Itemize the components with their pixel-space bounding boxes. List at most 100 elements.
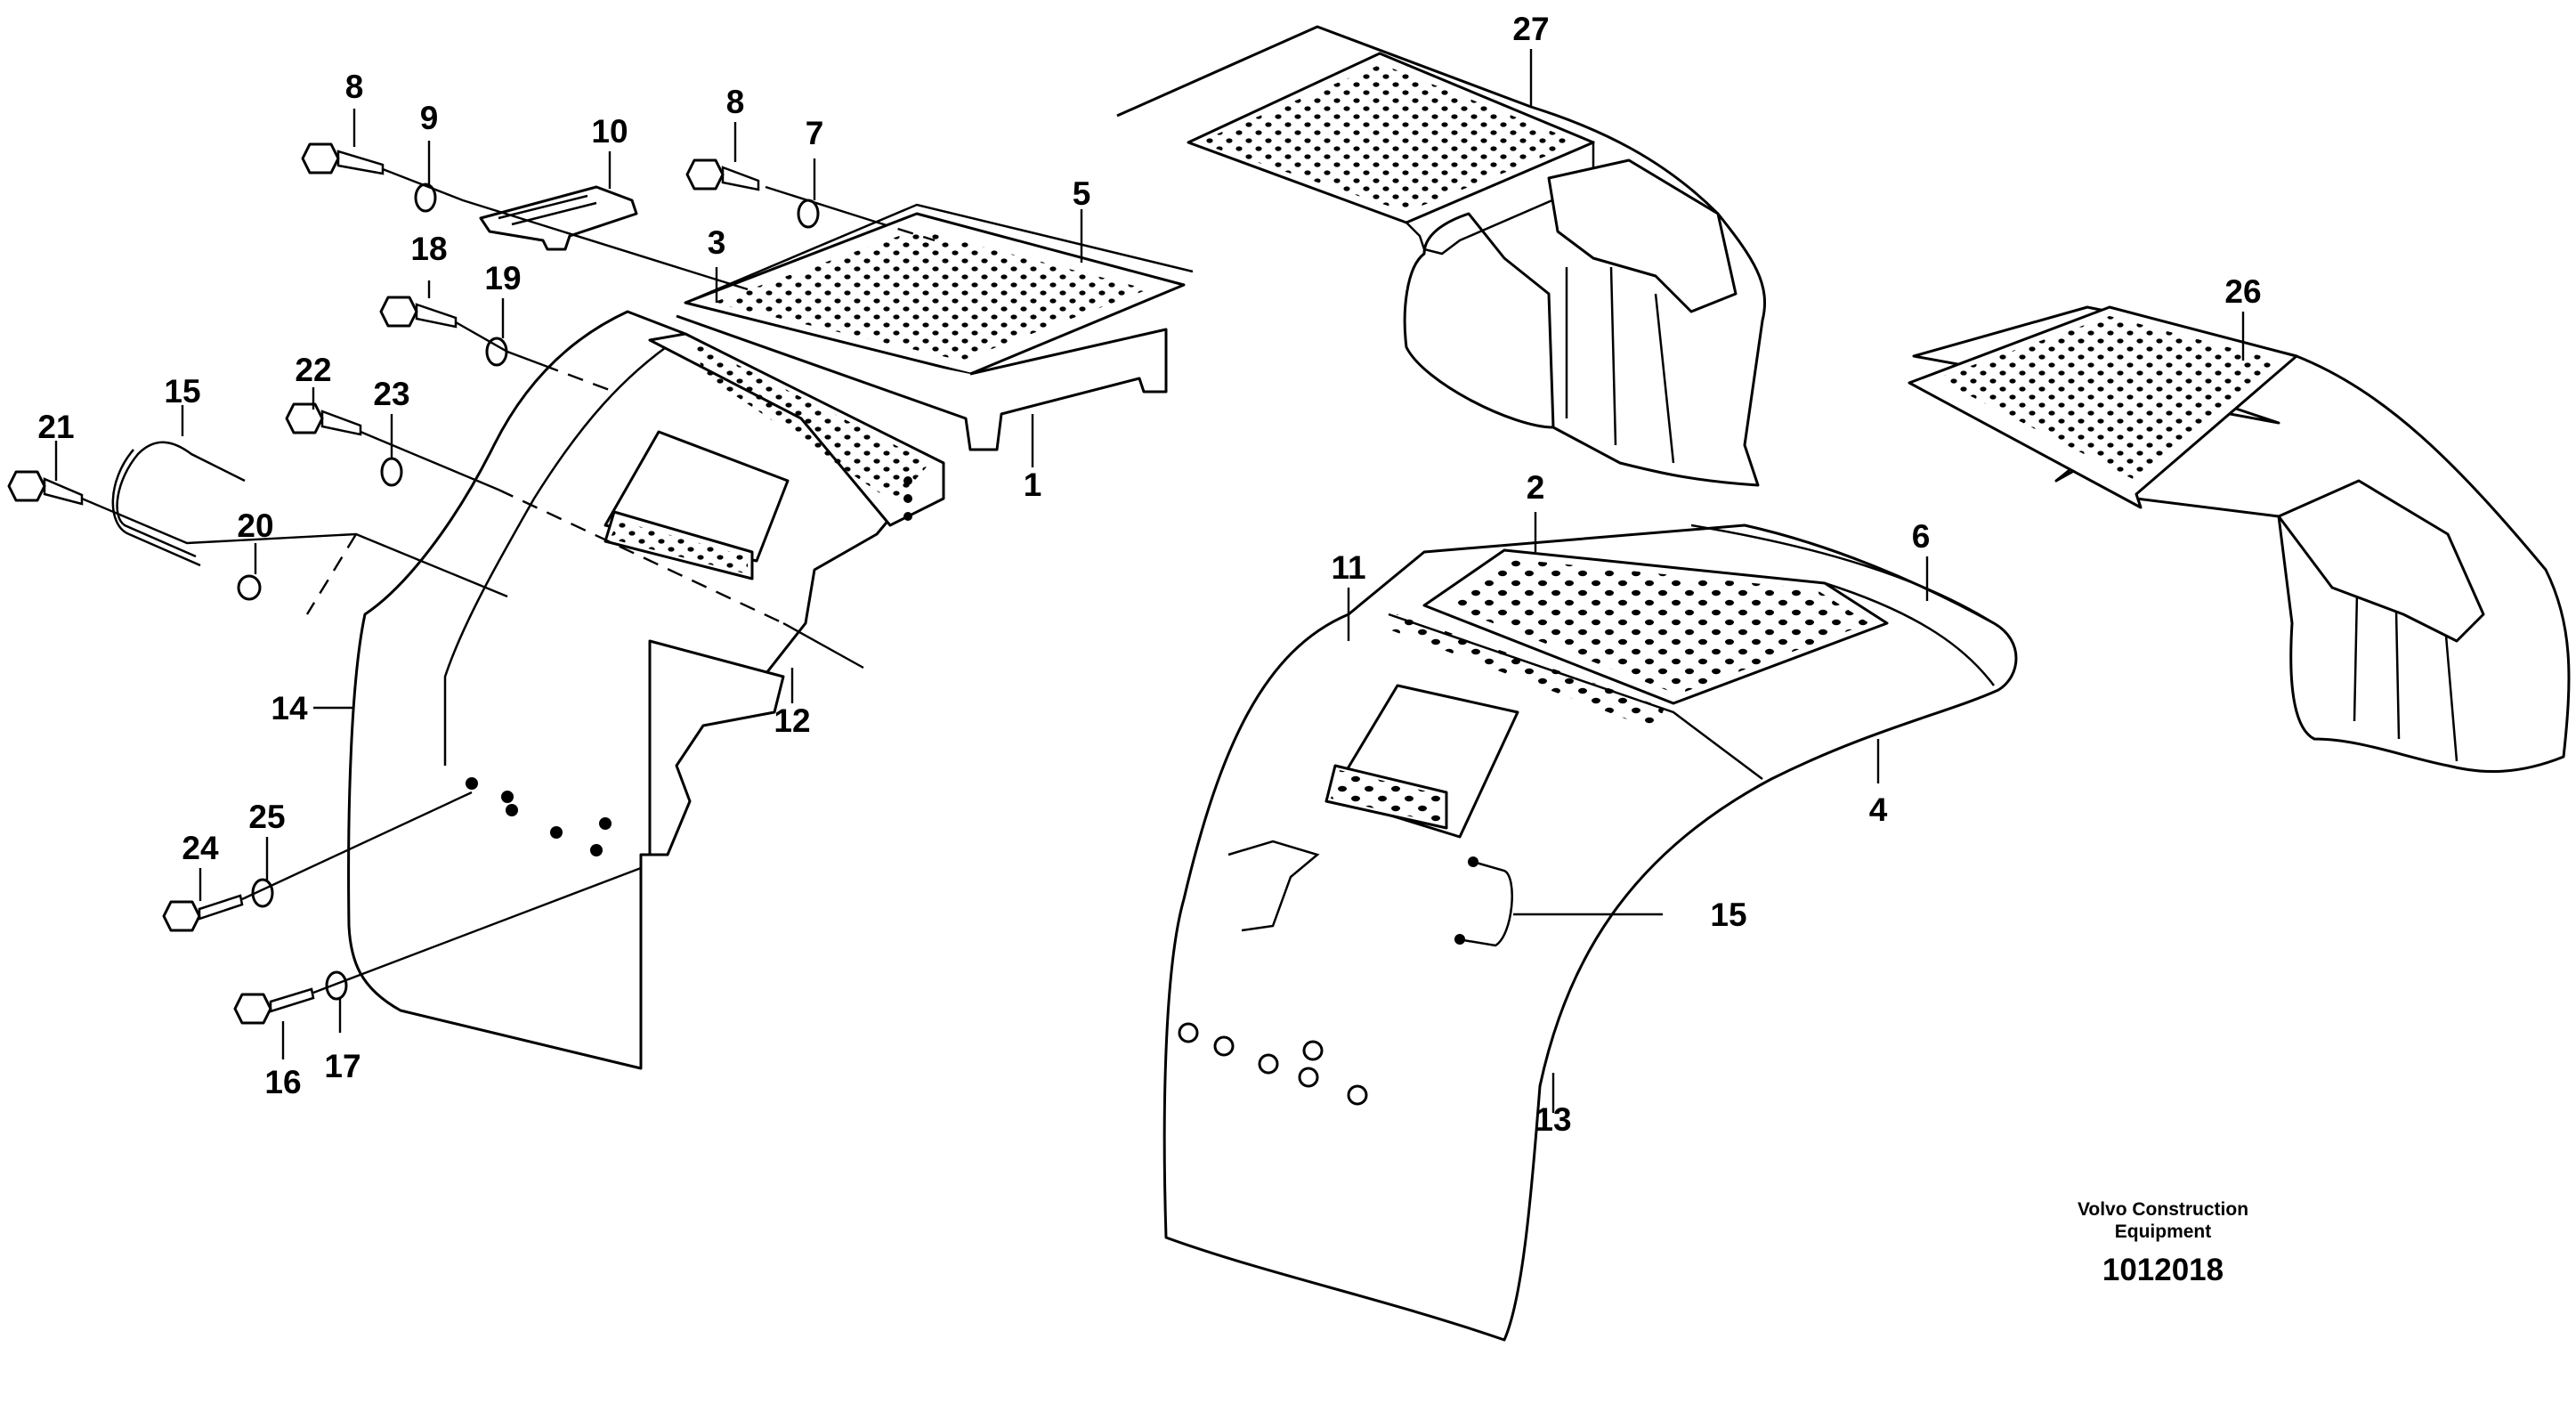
bolt-18 — [379, 296, 458, 329]
callout-18: 18 — [410, 231, 447, 267]
fastener — [1258, 1053, 1279, 1075]
assembly-line — [305, 533, 358, 615]
callout-27: 27 — [1512, 11, 1549, 47]
brand-line-1: Volvo Construction — [2078, 1199, 2248, 1220]
callout-3: 3 — [708, 224, 726, 261]
stud — [501, 791, 514, 803]
callout-8b: 8 — [726, 84, 745, 120]
callout-15a: 15 — [164, 373, 200, 410]
assembly-line — [312, 866, 642, 994]
top-2-perforation — [1446, 559, 1869, 694]
fender-27-rail — [1404, 141, 1595, 256]
assembly-line — [382, 167, 749, 291]
callout-15b: 15 — [1710, 897, 1746, 933]
drawing-number: 1012018 — [2102, 1253, 2224, 1287]
callout-17: 17 — [324, 1048, 360, 1084]
bolt-21 — [7, 470, 84, 506]
callout-23: 23 — [373, 376, 409, 412]
assembly-line — [765, 185, 873, 223]
callout-8a: 8 — [345, 69, 364, 105]
callout-1: 1 — [1024, 467, 1042, 503]
handle-15-left-inner — [111, 449, 201, 567]
assembly-line — [782, 621, 864, 670]
trim-6 — [1690, 523, 1995, 686]
assembly-line — [455, 321, 544, 367]
deck-26-perforation — [1936, 316, 2279, 481]
callout-2: 2 — [1527, 469, 1545, 506]
callout-9: 9 — [420, 100, 439, 136]
fastener — [1178, 1022, 1199, 1043]
callout-25: 25 — [248, 799, 285, 835]
assembly-line — [542, 363, 615, 394]
washer-9 — [414, 183, 437, 213]
brand-line-2: Equipment — [2115, 1221, 2212, 1242]
callout-19: 19 — [484, 260, 521, 296]
stud — [550, 826, 563, 839]
platform-rail-1 — [676, 314, 1168, 451]
callout-26: 26 — [2224, 273, 2261, 310]
stud — [903, 512, 912, 521]
assembly-line — [871, 219, 936, 242]
callout-6: 6 — [1912, 518, 1931, 555]
callout-7: 7 — [806, 115, 824, 151]
callout-labels: 1 2 3 4 5 6 7 8 8 9 10 11 12 13 14 15 15… — [37, 11, 2261, 1138]
bolt-8-right — [685, 158, 760, 191]
assembly-line — [360, 430, 499, 491]
washer-17 — [325, 970, 348, 1001]
assembly-line — [241, 791, 473, 901]
right-fender-assembly — [1162, 523, 2018, 1342]
fender-27 — [1116, 25, 1767, 487]
fastener — [1298, 1067, 1319, 1088]
handle-15-right — [1457, 860, 1513, 947]
deck-27-perforation — [1197, 64, 1580, 212]
fender-shell-14 — [347, 310, 941, 1070]
left-fender-assembly — [7, 142, 1194, 1070]
fastener — [1302, 1040, 1324, 1061]
clip-10 — [479, 185, 638, 251]
callout-11: 11 — [1331, 549, 1365, 586]
nut-20 — [237, 574, 262, 601]
fender-27-bracket — [1547, 158, 1738, 313]
tread-right-perforation — [1331, 770, 1442, 824]
callout-24: 24 — [182, 830, 219, 866]
stud — [1468, 856, 1478, 867]
callout-5: 5 — [1073, 175, 1091, 212]
lower-bracket — [648, 639, 785, 856]
stud — [466, 777, 478, 790]
strip-11-perforation — [1384, 614, 1665, 730]
fender-inner-edge — [443, 332, 686, 766]
platform-perforation — [712, 230, 1148, 361]
stud — [599, 817, 612, 830]
fastener — [1213, 1035, 1235, 1057]
callout-16: 16 — [264, 1064, 301, 1100]
callout-21: 21 — [37, 409, 74, 445]
fender-26-bracket — [2277, 479, 2485, 643]
assembly-line — [81, 497, 508, 598]
fender-27-ribs — [1565, 266, 1675, 464]
stud — [903, 494, 912, 503]
stud — [1454, 934, 1465, 945]
drawing-footer: Volvo Construction Equipment 1012018 — [2078, 1199, 2248, 1287]
cutout-right — [1227, 840, 1320, 932]
callout-4: 4 — [1869, 791, 1888, 828]
callout-13: 13 — [1535, 1101, 1571, 1138]
trim-strip-3 — [685, 203, 1194, 304]
step-tread-perforation — [610, 521, 748, 574]
callout-22: 22 — [295, 352, 331, 388]
stud — [506, 804, 518, 816]
fastener — [1347, 1084, 1368, 1106]
bolt-22 — [285, 402, 362, 436]
callout-12: 12 — [774, 702, 810, 739]
bolt-16 — [233, 987, 315, 1025]
stud — [590, 844, 603, 856]
callout-leaders — [54, 49, 2245, 1113]
bolt-24 — [162, 894, 244, 932]
callout-10: 10 — [591, 113, 628, 150]
bolt-8-left — [301, 142, 385, 175]
fender-26 — [1908, 305, 2571, 774]
washer-7 — [797, 199, 820, 229]
callout-14: 14 — [271, 690, 308, 726]
top-strip-perforation — [694, 343, 930, 503]
